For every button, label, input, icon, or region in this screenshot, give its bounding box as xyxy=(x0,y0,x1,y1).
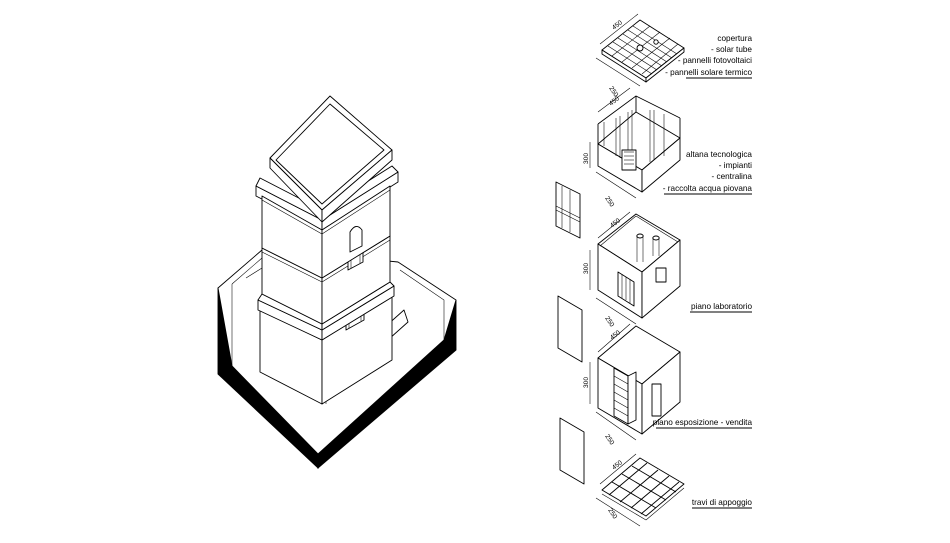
label-item: - impianti xyxy=(719,161,752,170)
roof-box xyxy=(269,95,393,223)
label-item: - raccolta acqua piovana xyxy=(663,184,753,193)
label-travi: travi di appoggio xyxy=(692,498,753,509)
dim-width: 450 xyxy=(611,19,624,31)
dim-height: 300 xyxy=(583,377,590,388)
dim-width: 450 xyxy=(611,459,624,471)
label-title: travi di appoggio xyxy=(692,498,753,507)
label-title: piano esposizione - vendita xyxy=(653,418,753,427)
dim-height: 300 xyxy=(583,263,590,274)
lab-side-panel xyxy=(557,295,583,363)
dim-height: 300 xyxy=(583,153,590,164)
layer-support-beams: 450 250 xyxy=(595,453,685,527)
technical-equipment xyxy=(615,110,665,171)
layer-laboratory-floor: 300 450 250 xyxy=(557,211,681,363)
label-altana: altana tecnologica - impianti - centrali… xyxy=(663,150,753,195)
layer-labels: copertura - solar tube - pannelli fotovo… xyxy=(653,34,753,509)
label-title: copertura xyxy=(717,34,752,43)
loft-side-panel xyxy=(555,181,581,239)
label-laboratorio: piano laboratorio xyxy=(690,302,752,313)
dim-width: 450 xyxy=(608,95,621,107)
layer-exhibition-floor: 300 450 250 xyxy=(559,323,681,485)
label-esposizione: piano esposizione - vendita xyxy=(653,418,753,429)
label-item: - pannelli solare termico xyxy=(665,68,752,77)
tower-axonometric xyxy=(217,95,457,470)
label-copertura: copertura - solar tube - pannelli fotovo… xyxy=(665,34,752,79)
exhibition-shelves xyxy=(613,367,662,425)
label-title: altana tecnologica xyxy=(686,150,752,159)
layer-technical-loft: 300 450 250 xyxy=(555,87,681,239)
lab-features xyxy=(617,233,667,307)
exploded-axonometric: 450 250 xyxy=(555,13,685,527)
layer-roof: 450 250 xyxy=(595,13,685,99)
beam-grid xyxy=(601,462,685,521)
exhibition-side-panel xyxy=(559,417,585,485)
label-item: - pannelli fotovoltaici xyxy=(678,56,752,65)
dim-depth: 250 xyxy=(606,507,618,520)
roof-panels-hatch xyxy=(607,25,679,75)
label-title: piano laboratorio xyxy=(691,302,752,311)
label-item: - centralina xyxy=(711,172,752,181)
dim-depth: 250 xyxy=(603,195,615,208)
dim-depth: 250 xyxy=(603,315,615,328)
dim-depth: 250 xyxy=(603,433,615,446)
tower-upper-body xyxy=(261,185,391,279)
label-item: - solar tube xyxy=(711,45,752,54)
lower-cornice xyxy=(257,281,395,341)
